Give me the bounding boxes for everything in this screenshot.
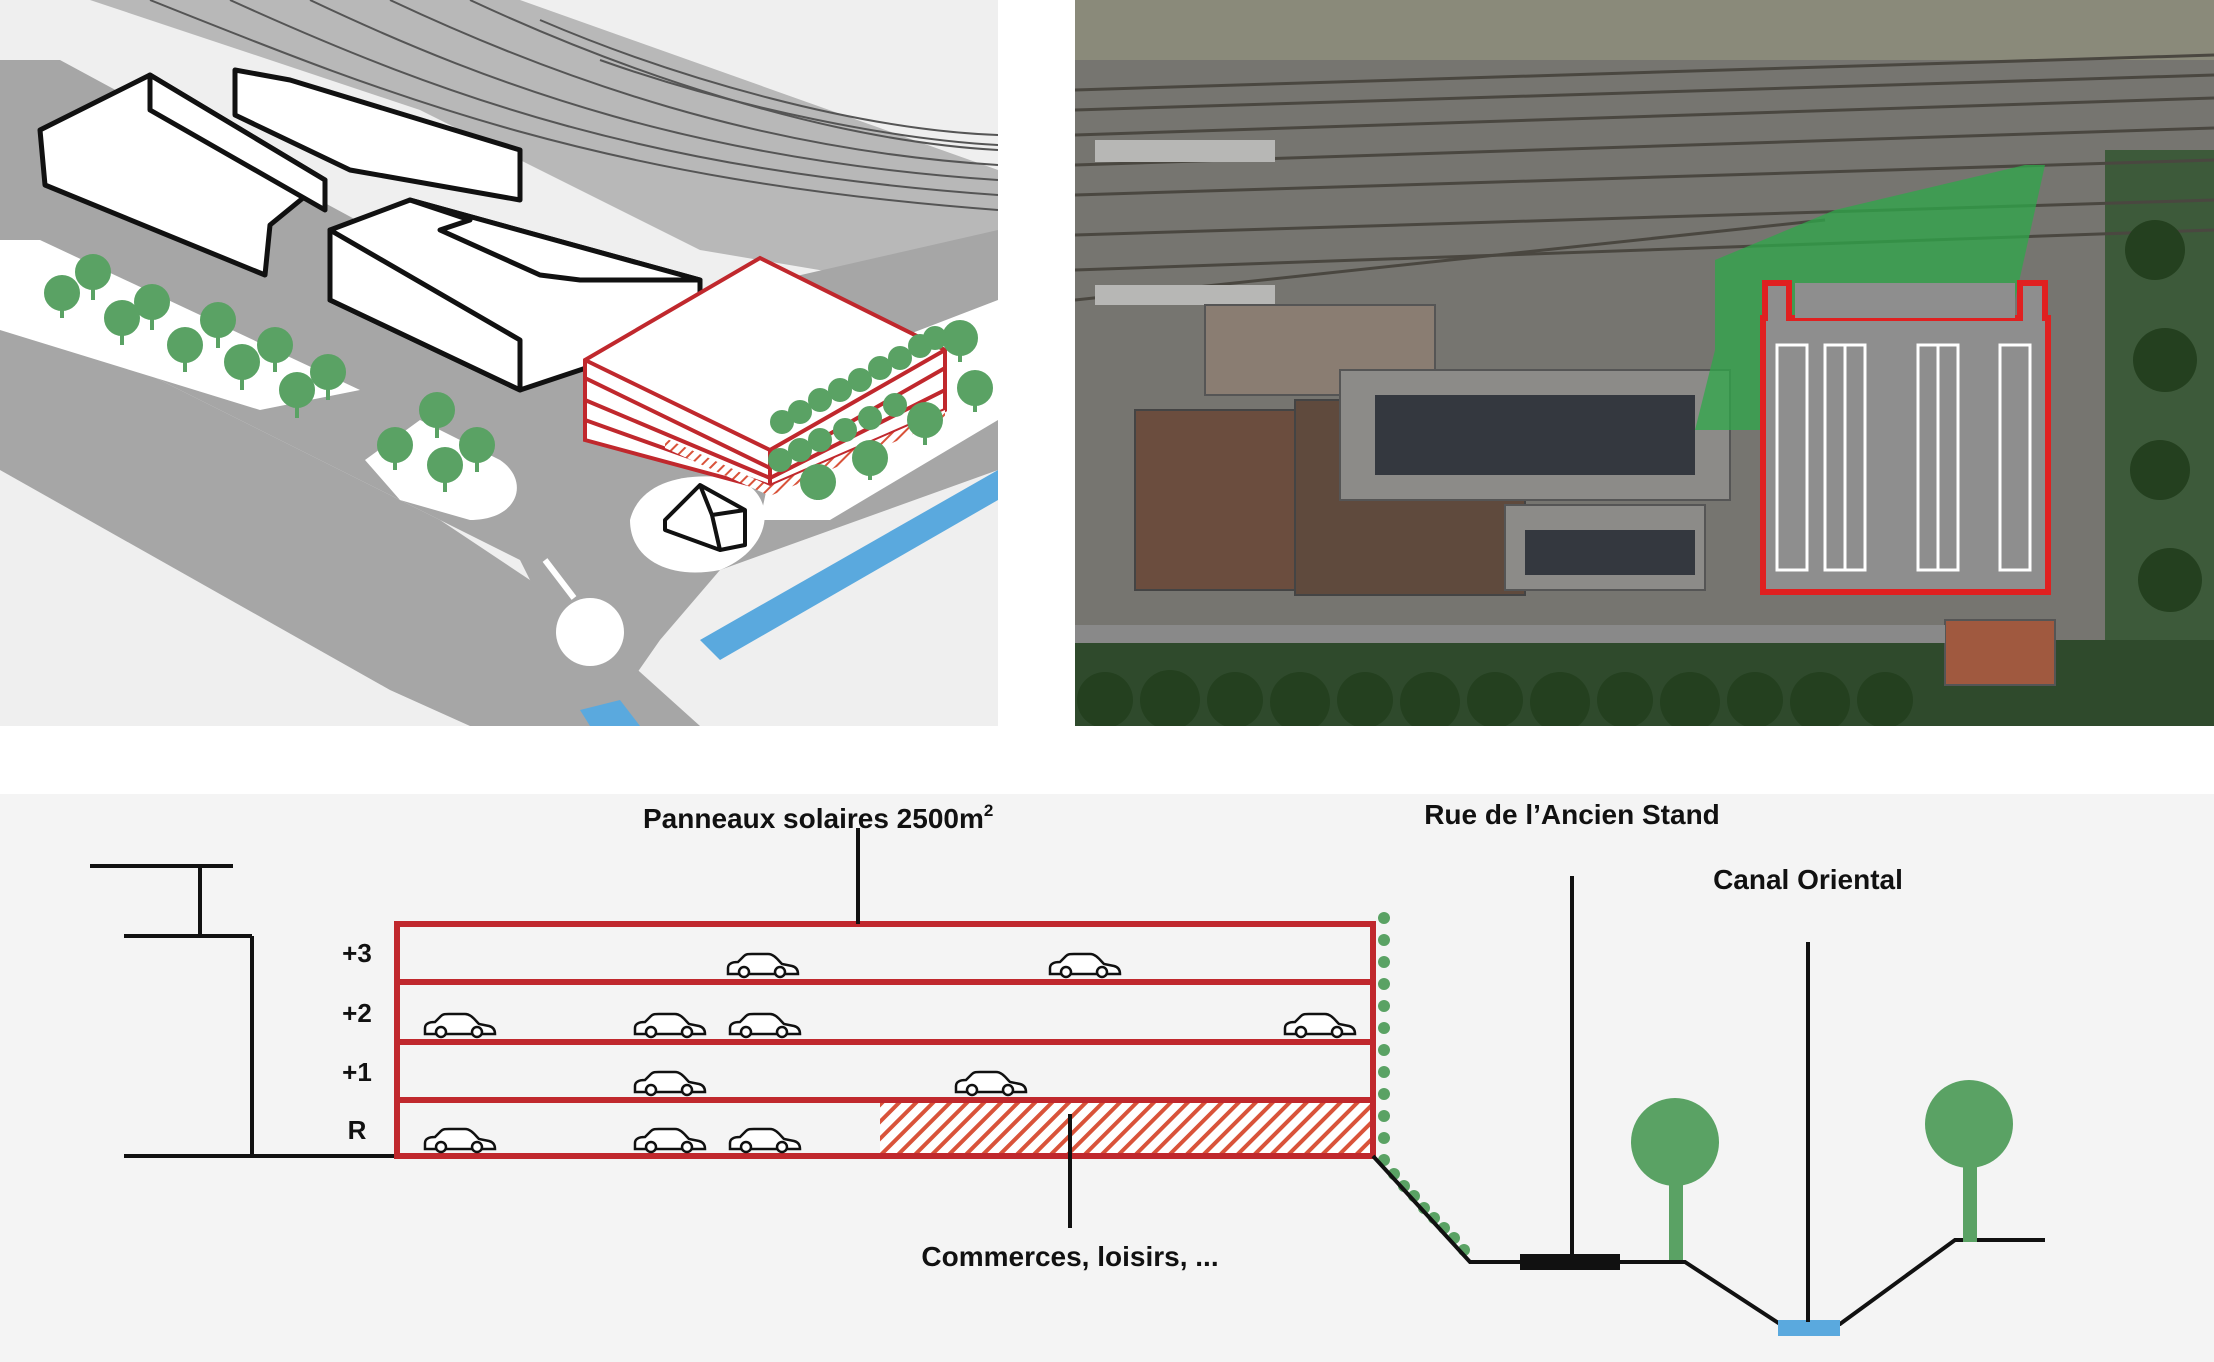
level-label: +3 <box>342 938 372 968</box>
commerce-ground-floor-axo <box>665 410 945 496</box>
level-label: +1 <box>342 1057 372 1087</box>
terrain-line <box>1371 1154 2045 1326</box>
solar-label-text: Panneaux solaires 2500m <box>643 803 984 834</box>
axonometric-drawing <box>0 0 998 726</box>
car-icon <box>633 1127 707 1154</box>
rail-structure <box>90 864 395 1158</box>
railway-area <box>90 0 998 300</box>
car-icon <box>423 1012 497 1039</box>
parking-building-section <box>394 921 1376 1159</box>
leader-lines <box>856 828 1810 1322</box>
axonometric-view <box>0 0 998 726</box>
parking-bays <box>1775 343 2032 572</box>
small-house <box>663 483 747 552</box>
aerial-trees <box>1077 220 2202 726</box>
aerial-photo <box>1075 0 2214 726</box>
aerial-buildings <box>1134 304 2056 686</box>
tree-canopy <box>1925 1080 2013 1168</box>
street-surface <box>1520 1254 1620 1270</box>
parking-footprint <box>1760 280 2051 595</box>
green-facade <box>1378 912 1470 1256</box>
railway-tracks <box>149 0 998 211</box>
car-icon <box>1283 1012 1357 1039</box>
canal-axo-end <box>580 700 640 726</box>
section-trees <box>1631 1080 2013 1260</box>
level-labels: +3 +2 +1 R <box>342 938 372 1145</box>
car-icon <box>423 1127 497 1154</box>
commerce-label: Commerces, loisirs, ... <box>921 1241 1218 1272</box>
car-icon <box>633 1012 707 1039</box>
commerce-zone <box>880 1100 1373 1156</box>
main-road <box>0 300 700 726</box>
lane-marking <box>542 558 577 600</box>
roundabout <box>556 598 624 666</box>
existing-buildings <box>37 67 703 393</box>
solar-panels-label: Panneaux solaires 2500m2 <box>643 801 993 834</box>
solar-label-sup: 2 <box>984 801 993 820</box>
level-label: +2 <box>342 998 372 1028</box>
level-label: R <box>348 1115 367 1145</box>
canal-axo <box>700 470 998 660</box>
tree-canopy <box>1631 1098 1719 1186</box>
section-drawing: +3 +2 +1 R <box>90 799 2045 1336</box>
section-view: +3 +2 +1 R <box>0 794 2214 1362</box>
aerial-drawing <box>1075 0 2214 726</box>
canal-water <box>1778 1320 1840 1336</box>
car-icon <box>954 1070 1028 1097</box>
trees-axo <box>44 254 993 500</box>
canal-label: Canal Oriental <box>1713 864 1903 895</box>
car-icon <box>728 1127 802 1154</box>
car-icon <box>726 952 800 979</box>
car-icon <box>633 1070 707 1097</box>
car-icon <box>728 1012 802 1039</box>
car-icon <box>1048 952 1122 979</box>
street-label: Rue de l’Ancien Stand <box>1424 799 1720 830</box>
aerial-road <box>1075 625 1945 643</box>
rail-lines <box>1075 53 2214 302</box>
